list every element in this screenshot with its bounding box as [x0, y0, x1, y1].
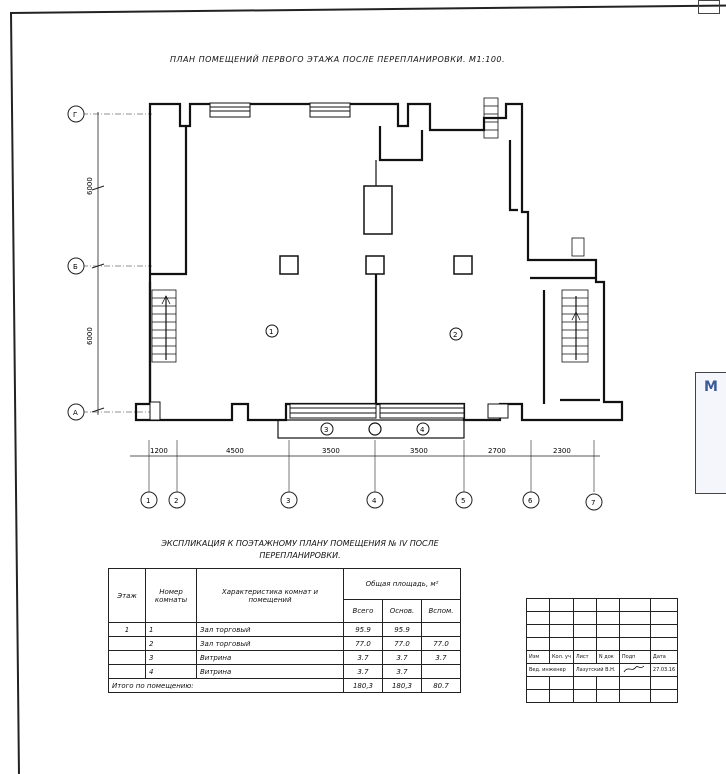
side-logo-letter: М [704, 379, 718, 395]
table-total-row: Итого по помещению: 180,3 180,3 80.7 [108, 678, 461, 693]
axis-bubble-b [67, 257, 85, 275]
room-tag-1: 1 [269, 328, 273, 336]
room-tag-4: 4 [420, 426, 425, 434]
col-dim-1: 1200 [150, 447, 168, 455]
col-dim-5: 2700 [488, 447, 506, 455]
col-axis-6: 6 [528, 497, 533, 505]
axis-label-b: Б [73, 263, 78, 271]
column-axes: 1 2 3 4 5 6 7 [140, 440, 603, 511]
explication-table: Этаж Номер комнаты Характеристика комнат… [108, 568, 461, 693]
row-dim-1: 6000 [86, 177, 94, 195]
th-room-no: Номер комнаты [145, 568, 197, 623]
axis-label-a: А [73, 409, 78, 417]
explication-title: ЭКСПЛИКАЦИЯ К ПОЭТАЖНОМУ ПЛАНУ ПОМЕЩЕНИЯ… [161, 539, 439, 560]
room-tags: 1 2 3 4 [265, 324, 463, 436]
table-row: 4 Витрина 3.7 3.7 [108, 664, 461, 679]
stairs-left [151, 289, 177, 363]
plan-title: ПЛАН ПОМЕЩЕНИЙ ПЕРВОГО ЭТАЖА ПОСЛЕ ПЕРЕП… [170, 55, 506, 64]
col-axis-4: 4 [372, 497, 377, 505]
th-char: Характеристика комнат и помещений [196, 568, 344, 623]
col-axis-2: 2 [174, 497, 178, 505]
sheet-corner-mark [698, 0, 720, 14]
windows [149, 102, 509, 421]
side-logo-fragment: М [695, 372, 726, 494]
axis-bubble-a [67, 403, 85, 421]
table-row: 1 1 Зал торговый 95.9 95.9 [108, 622, 461, 637]
vitrine-outline [277, 419, 465, 439]
dim-tick [91, 185, 105, 191]
row-dim-2: 6000 [86, 327, 94, 345]
col-axis-5: 5 [461, 497, 465, 505]
col-axis-3: 3 [286, 497, 290, 505]
table-row: 3 Витрина 3.7 3.7 3.7 [108, 650, 461, 665]
col-dim-6: 2300 [553, 447, 571, 455]
dim-tick [91, 407, 105, 413]
room-tag-3: 3 [324, 426, 328, 434]
pillars [279, 185, 473, 275]
column-round [368, 422, 382, 436]
axis-label-g: Г [73, 111, 77, 119]
th-main: Основ. [382, 599, 422, 623]
stairs-top [483, 97, 585, 257]
axis-bubble-g [67, 105, 85, 123]
col-dim-3: 3500 [322, 447, 340, 455]
title-block: Изм Кол. уч Лист N док Подп Дата Вед. ин… [526, 598, 679, 703]
table-row: 2 Зал торговый 77.0 77.0 77.0 [108, 636, 461, 651]
th-aux: Вспом. [421, 599, 461, 623]
stairs-right [561, 289, 589, 363]
th-total: Всего [343, 599, 383, 623]
room-tag-2: 2 [453, 331, 457, 339]
th-area: Общая площадь, м² [343, 568, 461, 600]
walls [134, 102, 624, 422]
col-axis-1: 1 [146, 497, 150, 505]
th-floor: Этаж [108, 568, 146, 623]
col-axis-7: 7 [591, 499, 595, 507]
signature [618, 663, 651, 677]
col-dim-2: 4500 [226, 447, 244, 455]
col-dim-4: 3500 [410, 447, 428, 455]
